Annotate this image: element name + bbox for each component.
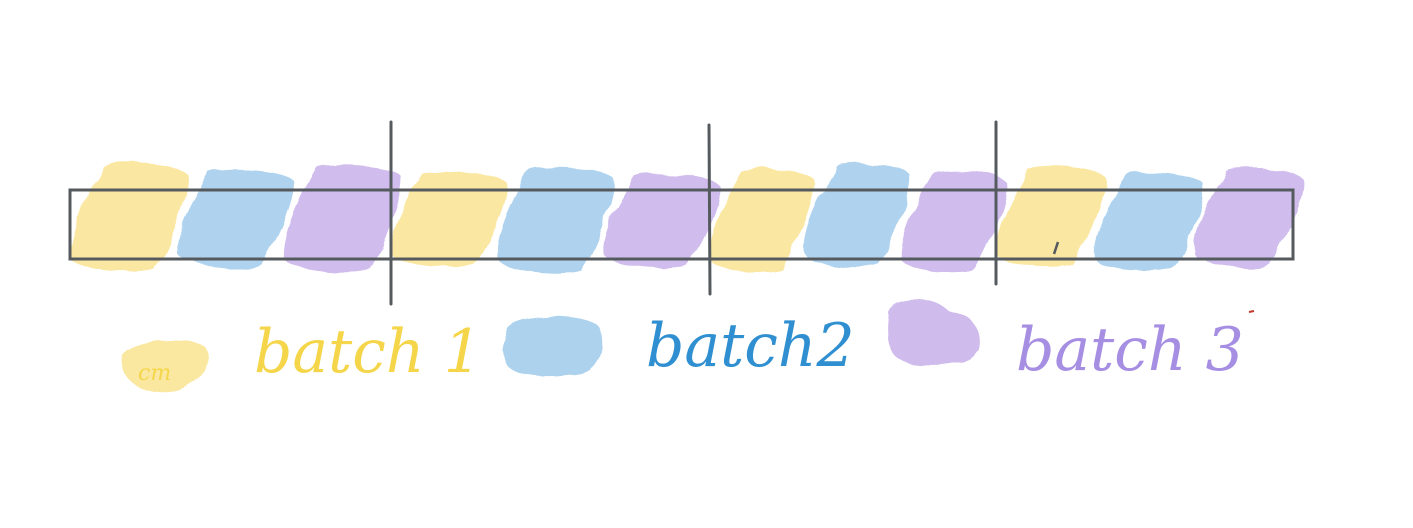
batch-blob bbox=[69, 162, 188, 273]
batch-blob bbox=[900, 170, 1007, 273]
batch-blob bbox=[176, 169, 295, 268]
legend-label-batch-3: batch 3 bbox=[1016, 315, 1244, 385]
legend-item-batch-2: batch2 bbox=[502, 311, 855, 381]
batch-blob bbox=[708, 168, 816, 273]
legend: cm batch 1 batch2 batch 3 bbox=[121, 299, 1255, 392]
batch-blob bbox=[1193, 167, 1304, 268]
batch-blob bbox=[995, 165, 1106, 268]
legend-item-batch-3: batch 3 bbox=[886, 299, 1244, 385]
batch-blobs bbox=[69, 162, 1304, 273]
legend-swatch-batch-2 bbox=[502, 316, 603, 378]
legend-label-batch-2: batch2 bbox=[646, 311, 855, 381]
legend-label-batch-1: batch 1 bbox=[254, 317, 482, 387]
legend-swatch-batch-3 bbox=[886, 299, 979, 366]
batch-blob bbox=[1094, 172, 1205, 273]
stray-mark bbox=[1248, 310, 1255, 313]
legend-item-batch-1: cm batch 1 bbox=[121, 317, 482, 392]
batch-blob bbox=[496, 166, 614, 273]
batch-blob bbox=[390, 171, 508, 268]
legend-swatch-batch-1 bbox=[121, 340, 207, 392]
timeline-frame bbox=[68, 120, 1295, 306]
timeline-box bbox=[68, 188, 1295, 261]
batch-blob bbox=[602, 173, 720, 268]
tick-mark bbox=[1052, 241, 1060, 255]
batch-blob bbox=[804, 163, 911, 268]
batch-blob bbox=[283, 164, 402, 273]
legend-swatch-mark: cm bbox=[138, 361, 171, 386]
segment-divider bbox=[707, 123, 712, 296]
